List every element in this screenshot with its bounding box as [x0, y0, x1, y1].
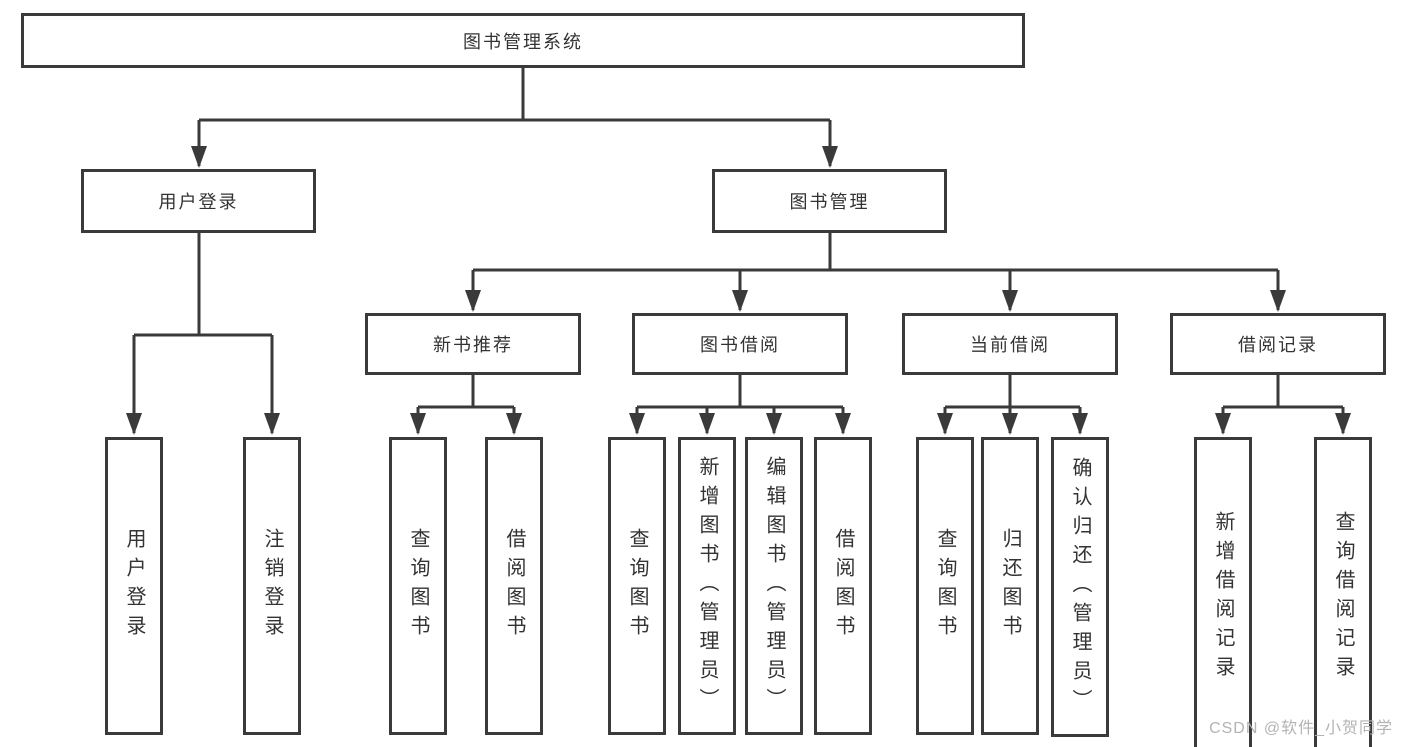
- leaf-borrow-borrow: 借阅图书: [814, 437, 872, 735]
- node-borrow-records: 借阅记录: [1170, 313, 1386, 375]
- node-user-login: 用户登录: [81, 169, 316, 233]
- node-label: 借阅图书: [832, 528, 854, 644]
- node-label: 归还图书: [999, 528, 1021, 644]
- leaf-current-confirm-admin: 确认归还（管理员）: [1051, 437, 1109, 737]
- node-root: 图书管理系统: [21, 13, 1025, 68]
- node-label: 图书管理系统: [463, 31, 583, 52]
- node-label: 用户登录: [123, 528, 145, 644]
- node-label: 编辑图书（管理员）: [763, 455, 785, 717]
- node-book-management: 图书管理: [712, 169, 947, 233]
- node-label: 图书管理: [789, 192, 870, 212]
- node-new-book-recommend: 新书推荐: [365, 313, 581, 375]
- leaf-newbook-borrow: 借阅图书: [485, 437, 543, 735]
- leaf-current-return: 归还图书: [981, 437, 1039, 735]
- node-label: 用户登录: [158, 192, 239, 212]
- node-label: 查询图书: [626, 528, 648, 644]
- node-book-borrow: 图书借阅: [632, 313, 848, 375]
- node-label: 新增借阅记录: [1212, 511, 1234, 685]
- node-label: 注销登录: [261, 528, 283, 644]
- leaf-newbook-query: 查询图书: [389, 437, 447, 735]
- node-label: 图书借阅: [700, 335, 780, 355]
- node-label: 借阅记录: [1238, 335, 1318, 355]
- node-label: 新书推荐: [433, 335, 513, 355]
- leaf-borrow-add-admin: 新增图书（管理员）: [678, 437, 736, 735]
- node-label: 当前借阅: [970, 335, 1050, 355]
- node-label: 查询借阅记录: [1332, 511, 1354, 685]
- node-label: 新增图书（管理员）: [696, 455, 718, 717]
- node-label: 查询图书: [934, 528, 956, 644]
- leaf-records-add: 新增借阅记录: [1194, 437, 1252, 747]
- leaf-user-login: 用户登录: [105, 437, 163, 735]
- leaf-borrow-query: 查询图书: [608, 437, 666, 735]
- node-label: 借阅图书: [503, 528, 525, 644]
- watermark: CSDN @软件_小贺同学: [1209, 720, 1393, 737]
- node-label: 查询图书: [407, 528, 429, 644]
- leaf-records-query: 查询借阅记录: [1314, 437, 1372, 747]
- leaf-borrow-edit-admin: 编辑图书（管理员）: [745, 437, 803, 735]
- node-current-borrow: 当前借阅: [902, 313, 1118, 375]
- leaf-current-query: 查询图书: [916, 437, 974, 735]
- leaf-logout: 注销登录: [243, 437, 301, 735]
- node-label: 确认归还（管理员）: [1069, 456, 1091, 718]
